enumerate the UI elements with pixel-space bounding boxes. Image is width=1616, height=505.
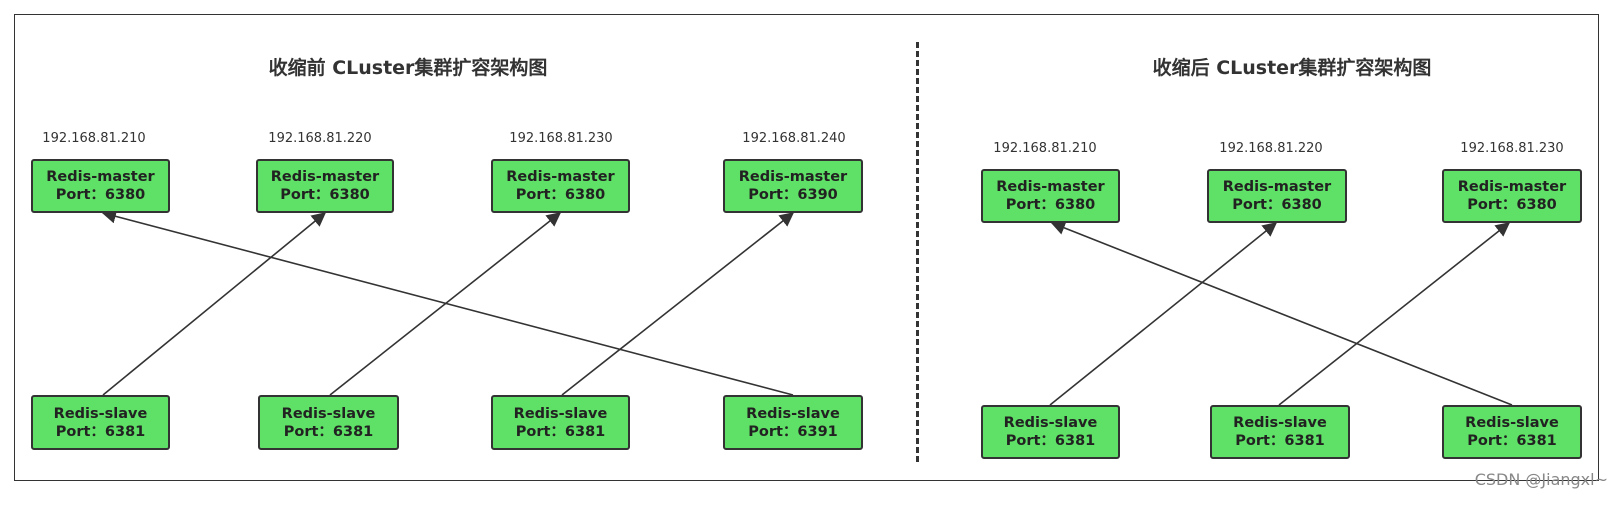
left-slave-node-2: Redis-slave Port：6381 <box>258 395 399 450</box>
left-slave-node-4: Redis-slave Port：6391 <box>723 395 863 450</box>
left-slave-node-1: Redis-slave Port：6381 <box>31 395 170 450</box>
right-ip-3: 192.168.81.230 <box>1460 141 1564 156</box>
edge-left-slave3-master4 <box>561 212 795 396</box>
node-port: Port：6381 <box>55 423 146 440</box>
node-port: Port：6381 <box>1005 433 1096 449</box>
left-ip-4: 192.168.81.240 <box>742 131 846 146</box>
left-slave-node-3: Redis-slave Port：6381 <box>491 395 630 450</box>
right-master-node-2: Redis-master Port：6380 <box>1207 169 1347 223</box>
panel-divider <box>916 42 919 462</box>
diagram-frame <box>14 14 1599 481</box>
node-name: Redis-master <box>738 169 848 185</box>
node-name: Redis-slave <box>1233 415 1327 431</box>
left-master-node-1: Redis-master Port：6380 <box>31 159 170 213</box>
right-slave-node-1: Redis-slave Port：6381 <box>981 405 1120 459</box>
node-name: Redis-slave <box>1465 415 1559 431</box>
node-name: Redis-master <box>996 179 1105 195</box>
edge-right-slave2-master3 <box>1278 222 1511 406</box>
node-port: Port：6381 <box>283 423 374 440</box>
left-ip-3: 192.168.81.230 <box>509 131 613 146</box>
node-port: Port：6381 <box>515 423 606 440</box>
node-name: Redis-master <box>46 169 155 185</box>
edge-right-slave3-master1 <box>1050 221 1513 406</box>
node-port: Port：6380 <box>1232 197 1322 213</box>
left-panel-title: 收缩前 CLuster集群扩容架构图 <box>268 57 548 79</box>
node-port: Port：6391 <box>748 423 838 440</box>
right-panel-title: 收缩后 CLuster集群扩容架构图 <box>1152 57 1432 79</box>
left-master-node-3: Redis-master Port：6380 <box>491 159 630 213</box>
node-name: Redis-master <box>506 169 615 185</box>
left-master-node-2: Redis-master Port：6380 <box>256 159 394 213</box>
left-ip-2: 192.168.81.220 <box>268 131 372 146</box>
edge-left-slave1-master2 <box>102 212 327 396</box>
right-master-node-3: Redis-master Port：6380 <box>1442 169 1582 223</box>
node-name: Redis-master <box>1222 179 1332 195</box>
node-port: Port：6390 <box>748 187 838 203</box>
node-port: Port：6380 <box>55 187 146 203</box>
left-ip-1: 192.168.81.210 <box>42 131 146 146</box>
right-slave-node-3: Redis-slave Port：6381 <box>1442 405 1582 459</box>
node-name: Redis-slave <box>53 405 148 422</box>
node-port: Port：6380 <box>515 187 606 203</box>
node-name: Redis-slave <box>513 405 608 422</box>
right-ip-1: 192.168.81.210 <box>993 141 1097 156</box>
node-port: Port：6381 <box>1235 433 1325 449</box>
right-slave-node-2: Redis-slave Port：6381 <box>1210 405 1350 459</box>
node-port: Port：6380 <box>1005 197 1096 213</box>
edge-right-slave1-master2 <box>1049 222 1278 406</box>
edge-left-slave4-master1 <box>101 209 794 396</box>
right-master-node-1: Redis-master Port：6380 <box>981 169 1120 223</box>
left-master-node-4: Redis-master Port：6390 <box>723 159 863 213</box>
node-port: Port：6380 <box>280 187 370 203</box>
node-name: Redis-slave <box>746 405 840 422</box>
node-name: Redis-master <box>270 169 380 185</box>
right-ip-2: 192.168.81.220 <box>1219 141 1323 156</box>
csdn-watermark: CSDN @Jiangxl~ <box>1474 470 1608 489</box>
node-name: Redis-slave <box>1003 415 1098 431</box>
node-name: Redis-master <box>1457 179 1567 195</box>
node-port: Port：6380 <box>1467 197 1557 213</box>
node-name: Redis-slave <box>281 405 376 422</box>
node-port: Port：6381 <box>1467 433 1557 449</box>
